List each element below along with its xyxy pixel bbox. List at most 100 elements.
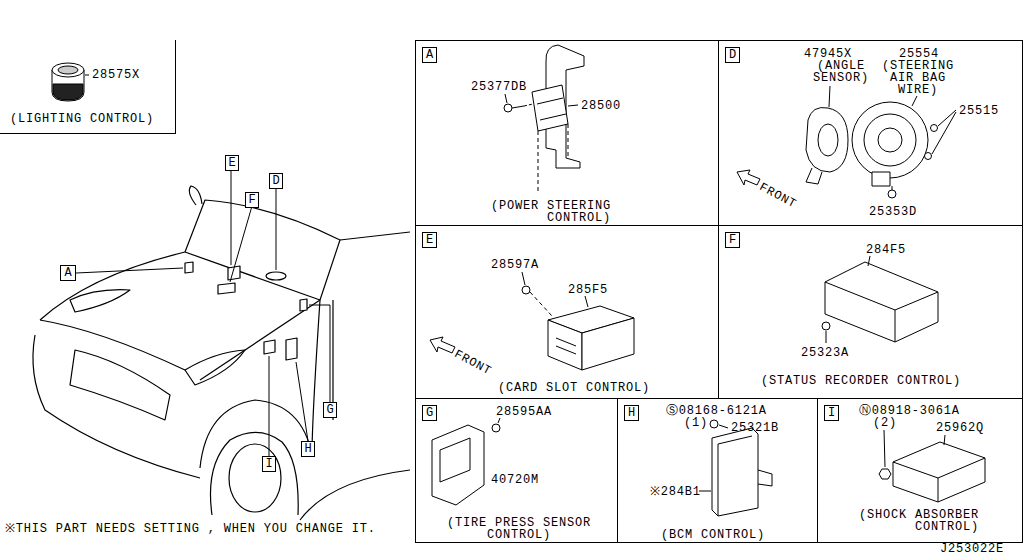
part-number: 25323A	[801, 347, 849, 359]
parts-panel: Ⓢ08168-6121A(1)25321B※284B1(BCM CONTROL)…	[617, 398, 818, 543]
power-steering-module	[532, 85, 568, 131]
angle-sensor-and-clock-spring	[892, 186, 893, 190]
panel-tag: H	[624, 405, 639, 421]
shock-absorber-module	[879, 469, 891, 479]
part-number: 25321B	[731, 422, 779, 434]
leader-line	[76, 168, 330, 456]
caption-text: (LIGHTING CONTROL)	[10, 113, 154, 125]
parts-panel: 25377DB28500(POWER STEERING CONTROL)A	[415, 40, 719, 226]
car-outline	[70, 290, 130, 312]
part-number: 25554	[899, 48, 939, 60]
car-outline	[200, 400, 312, 468]
car-outline	[40, 320, 185, 370]
power-steering-module	[505, 94, 507, 103]
part-number: 28575X	[92, 69, 140, 81]
angle-sensor-and-clock-spring	[806, 168, 822, 184]
leader-line	[230, 206, 252, 282]
tag-letter: G	[324, 403, 336, 417]
power-steering-module	[512, 106, 524, 108]
angle-sensor-and-clock-spring	[864, 114, 916, 166]
angle-sensor-and-clock-spring	[737, 86, 956, 198]
panel-tag: G	[422, 405, 437, 421]
angle-sensor-and-clock-spring	[852, 102, 928, 178]
lighting-switch	[85, 75, 89, 76]
power-steering-module	[538, 124, 568, 192]
card-slot-module	[585, 296, 588, 307]
part-number: 47945X	[804, 48, 852, 60]
tire-pressure-module	[432, 418, 500, 505]
caption-text: (POWER STEERING CONTROL)	[476, 200, 611, 224]
bcm-module	[710, 420, 718, 428]
angle-sensor-and-clock-spring	[878, 128, 902, 152]
part-number: 285F5	[568, 284, 608, 296]
car-outline	[185, 200, 340, 300]
leader-line	[296, 362, 308, 441]
panel-tag: F	[725, 232, 740, 248]
tire-pressure-module	[498, 418, 500, 423]
lighting-switch	[52, 63, 89, 101]
car-outline	[33, 186, 410, 520]
angle-sensor-and-clock-spring	[932, 110, 956, 154]
note-text: ※THIS PART NEEDS SETTING , WHEN YOU CHAN…	[5, 523, 376, 535]
tag-letter: H	[302, 442, 314, 456]
car-outline	[200, 300, 320, 380]
tag-letter: E	[226, 156, 238, 170]
power-steering-module	[504, 104, 512, 112]
car-outline	[185, 252, 320, 300]
status-recorder-module	[826, 331, 827, 343]
angle-sensor-and-clock-spring	[925, 153, 932, 160]
tire-pressure-module	[492, 424, 500, 432]
quantity-mark: (1)	[684, 417, 708, 429]
shock-absorber-module	[879, 430, 985, 502]
car-outline	[300, 470, 410, 520]
lighting-switch	[52, 63, 84, 77]
card-slot-module	[556, 338, 576, 354]
leader-line	[76, 268, 183, 273]
status-recorder-module	[868, 256, 870, 266]
panel-tag: A	[422, 47, 437, 63]
shock-absorber-module	[893, 442, 985, 502]
leader-line	[269, 356, 270, 456]
angle-sensor-and-clock-spring	[737, 170, 760, 185]
panel-tag: E	[422, 232, 437, 248]
angle-sensor-and-clock-spring	[829, 86, 830, 107]
car-outline	[185, 350, 245, 385]
power-steering-module	[568, 105, 578, 106]
tag-letter: F	[246, 193, 258, 207]
shock-absorber-module	[944, 435, 945, 445]
status-recorder-module	[825, 262, 938, 342]
lighting-switch	[58, 66, 78, 74]
shock-absorber-module	[893, 458, 985, 502]
parts-panel: 284F525323A(STATUS RECORDER CONTROL)F	[718, 225, 1023, 399]
car-outline	[70, 350, 170, 420]
panel-tag: D	[725, 47, 740, 63]
tag-letter: E	[423, 233, 436, 247]
shock-absorber-module	[884, 430, 885, 467]
tag-letter: I	[263, 457, 275, 471]
angle-sensor-and-clock-spring	[818, 124, 838, 156]
part-description: (ANGLE SENSOR)	[801, 60, 881, 84]
part-number: Ⓢ08168-6121A	[666, 405, 767, 417]
part-number: ※284B1	[650, 486, 701, 498]
caption-text: (STATUS RECORDER CONTROL)	[761, 375, 961, 387]
leader-line	[276, 187, 277, 270]
tire-pressure-module	[440, 438, 470, 482]
angle-sensor-and-clock-spring	[931, 125, 938, 132]
leader-line	[309, 305, 330, 402]
tire-pressure-module	[432, 425, 484, 505]
tag-letter: F	[726, 233, 739, 247]
bcm-module	[718, 436, 752, 516]
car-outline	[312, 300, 320, 455]
angle-sensor-and-clock-spring	[806, 108, 848, 173]
car-outline	[210, 432, 298, 515]
card-slot-module	[522, 286, 530, 294]
tag-letter: A	[423, 48, 436, 62]
callout-tag: I	[262, 456, 276, 472]
tag-letter: A	[61, 266, 75, 280]
power-steering-module	[537, 98, 566, 120]
car-outline	[33, 335, 200, 478]
bcm-module	[699, 420, 772, 516]
card-slot-module	[530, 292, 552, 316]
car-outline	[218, 283, 235, 294]
